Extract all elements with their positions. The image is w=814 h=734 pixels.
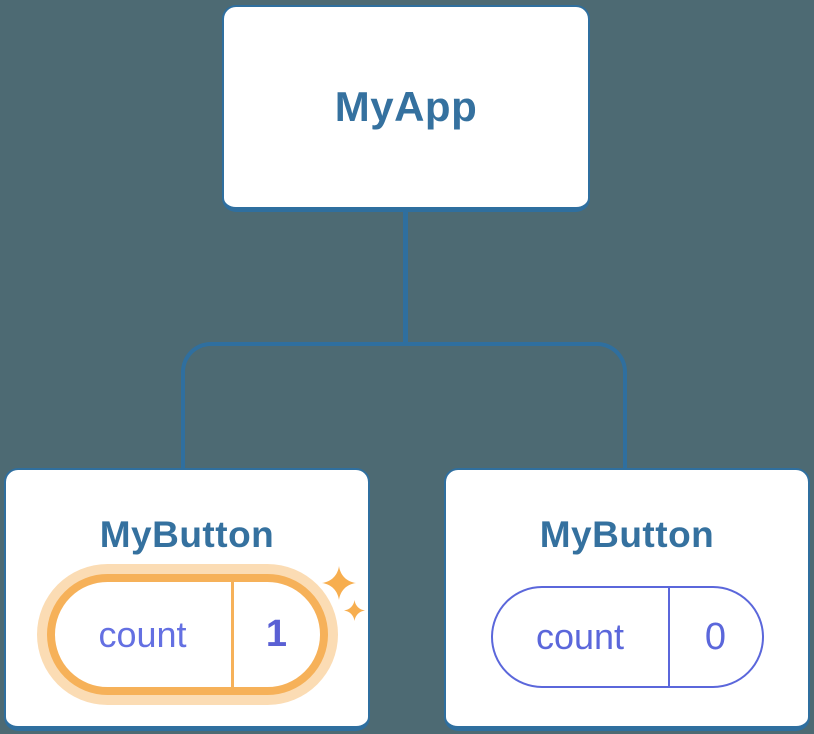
connector-branch-line — [181, 342, 627, 470]
state-pill-plain: count 0 — [490, 586, 764, 688]
state-name-cell: count — [55, 582, 231, 687]
connector-stem-line — [403, 212, 408, 344]
root-node-myapp: MyApp — [222, 5, 590, 212]
state-value: 0 — [704, 615, 727, 658]
state-value: 1 — [265, 613, 288, 655]
state-value-cell: 1 — [230, 582, 320, 687]
state-value-cell: 0 — [667, 588, 762, 686]
child-node-mybutton-highlighted: MyButton count 1 — [4, 468, 370, 731]
state-name-label: count — [98, 613, 187, 655]
sparkle-icon-large — [322, 566, 356, 600]
state-pill-highlighted: count 1 — [46, 574, 328, 695]
state-name-label: count — [535, 616, 625, 657]
child-node-label: MyButton — [99, 514, 275, 555]
root-node-label: MyApp — [334, 83, 478, 130]
sparkle-icon-small — [344, 600, 365, 621]
child-node-label: MyButton — [539, 514, 715, 555]
child-node-mybutton-plain: MyButton count 0 — [444, 468, 810, 731]
state-name-cell: count — [493, 588, 668, 686]
